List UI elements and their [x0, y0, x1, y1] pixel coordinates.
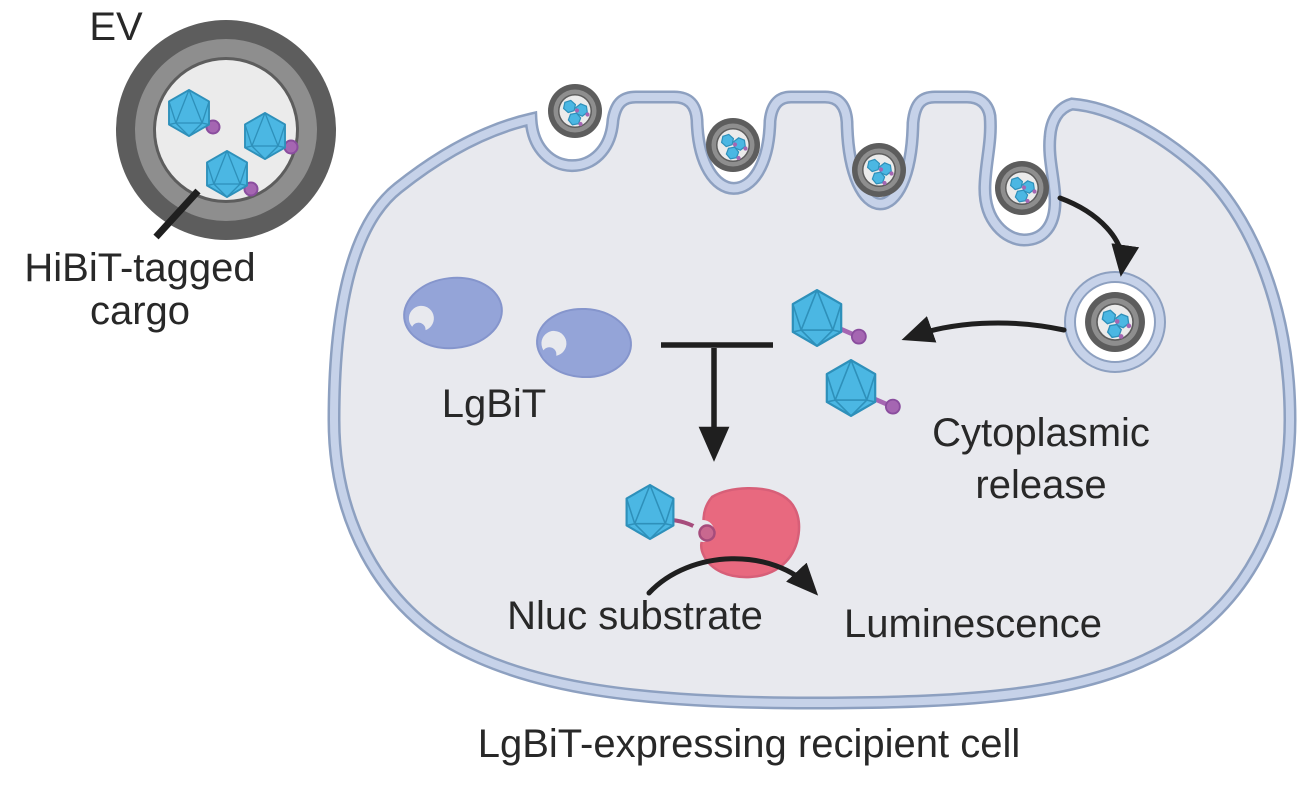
hibit-cargo-label-line1: HiBiT-tagged — [24, 246, 255, 290]
nluc-protein — [699, 487, 801, 579]
ev-cargo-2 — [244, 111, 299, 161]
ev-label: EV — [89, 5, 143, 49]
ev-cargo-3 — [206, 149, 259, 199]
lgbit-protein-1 — [403, 276, 503, 350]
complementation-arrow — [661, 342, 773, 462]
ev-legend — [116, 20, 336, 240]
ev-cargo-1 — [168, 88, 221, 138]
endocytosing-ev-3 — [852, 143, 906, 197]
hibit-cargo-label-line2: cargo — [90, 289, 190, 333]
cytoplasmic-release-arrow — [901, 316, 1067, 343]
recipient-cell-caption: LgBiT-expressing recipient cell — [478, 722, 1020, 766]
endocytosis-arrow — [1057, 195, 1140, 277]
hibit-peptide — [698, 524, 716, 542]
endosome-with-ev — [1064, 271, 1166, 373]
substrate-reaction-arrow — [646, 556, 819, 596]
nluc-complex — [625, 483, 801, 579]
luminescence-label: Luminescence — [844, 602, 1102, 646]
lgbit-protein-2 — [536, 307, 632, 379]
lgbit-label: LgBiT — [442, 382, 547, 426]
cell-membrane-inner-band — [329, 93, 1295, 708]
hibit-cargo-leader-line — [153, 188, 201, 240]
cytoplasmic-release-label-line2: release — [975, 463, 1106, 507]
endocytosing-ev-1 — [548, 84, 602, 138]
nluc-substrate-label: Nluc substrate — [507, 594, 763, 638]
cytoplasmic-release-label-line1: Cytoplasmic — [932, 411, 1150, 455]
endocytosing-ev-4 — [995, 161, 1049, 215]
recipient-cell — [327, 90, 1297, 710]
endocytosing-ev-2 — [706, 118, 760, 172]
